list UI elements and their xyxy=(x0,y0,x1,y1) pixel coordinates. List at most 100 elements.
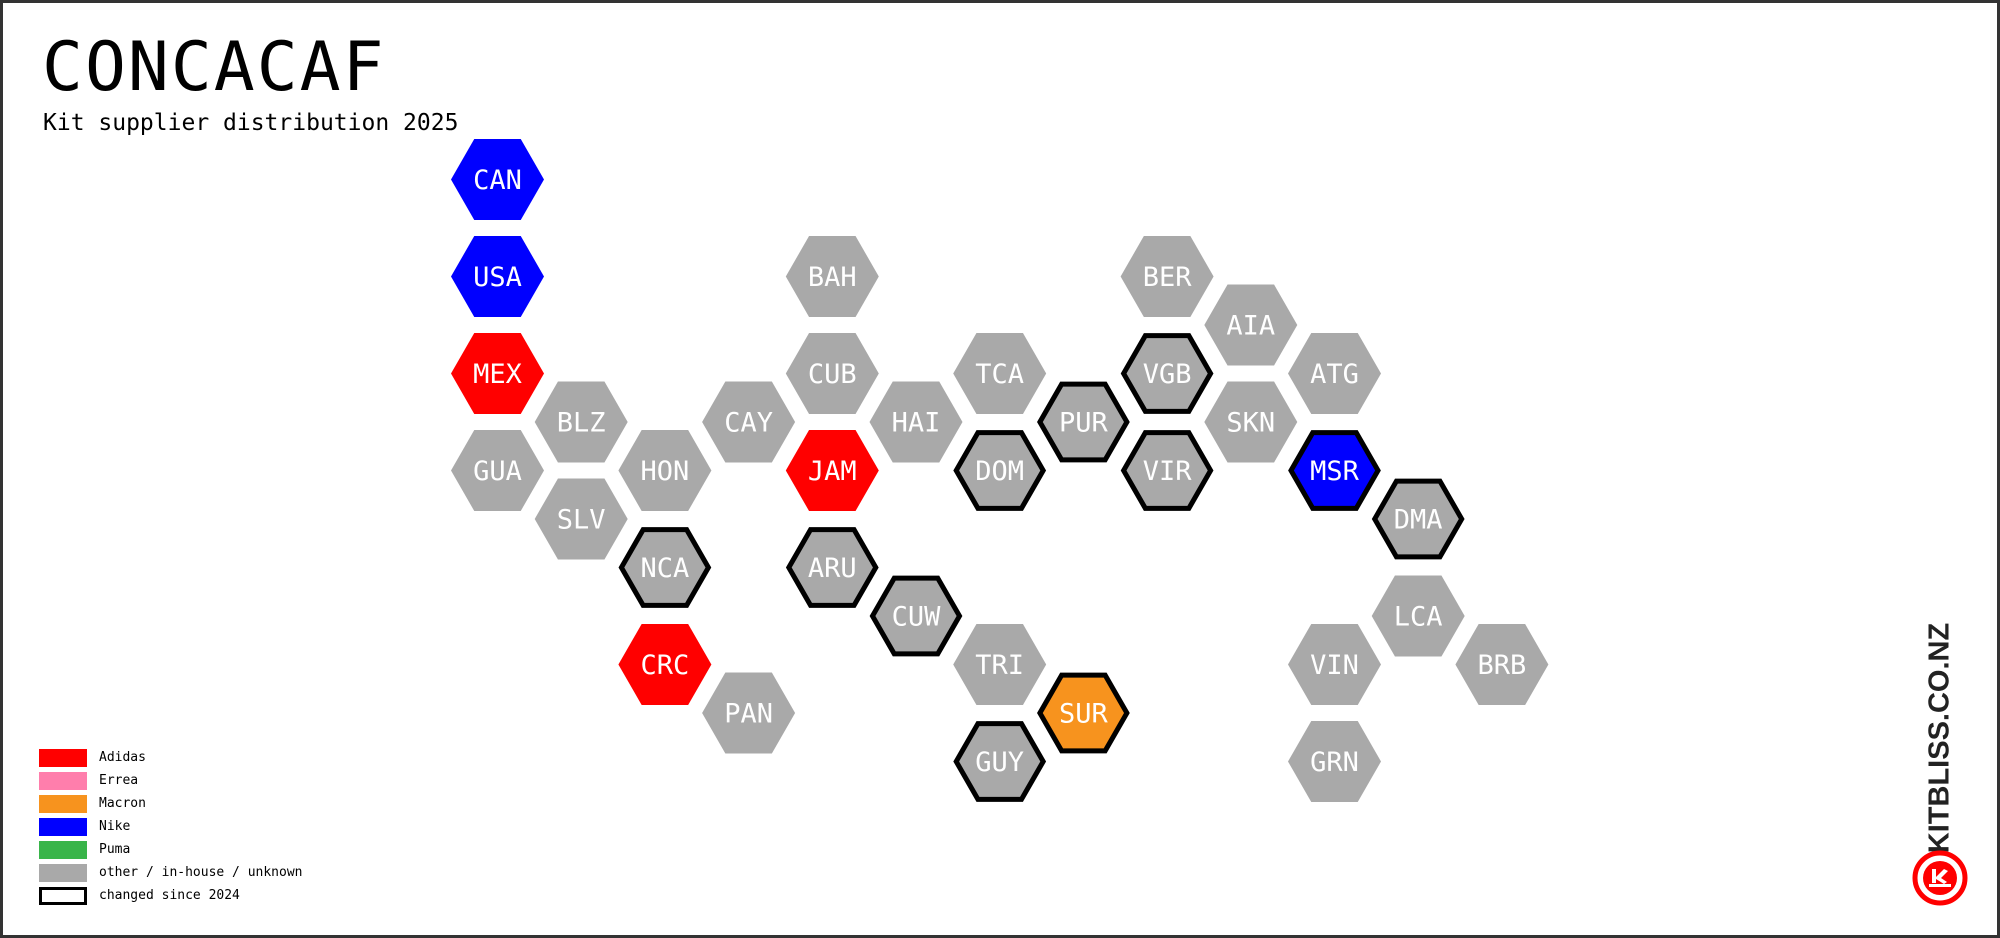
hex-shape xyxy=(702,381,796,463)
hex-crc: CRC xyxy=(618,624,712,705)
hex-label: HAI xyxy=(892,408,941,439)
kitbliss-logo-icon xyxy=(1912,850,1968,906)
hex-shape xyxy=(1288,624,1381,705)
hex-label: CUW xyxy=(892,602,942,633)
hex-label: ATG xyxy=(1310,359,1359,390)
hex-shape xyxy=(953,721,1047,802)
hex-shape xyxy=(1204,381,1298,463)
legend-swatch xyxy=(39,794,87,813)
hex-label: BRB xyxy=(1478,650,1527,681)
hex-vin: VIN xyxy=(1288,624,1381,705)
page-title: CONCACAF xyxy=(42,28,386,107)
hex-cuw: CUW xyxy=(869,575,963,657)
hex-grn: GRN xyxy=(1288,721,1381,802)
legend-swatch xyxy=(39,886,87,905)
hex-shape xyxy=(1120,430,1214,511)
hex-msr: MSR xyxy=(1288,430,1381,511)
hex-aru: ARU xyxy=(785,527,879,608)
legend-item-nike: Nike xyxy=(39,815,303,838)
hex-label: MSR xyxy=(1310,456,1360,487)
legend-swatch xyxy=(39,748,87,767)
hex-label: SKN xyxy=(1226,408,1275,439)
hex-shape xyxy=(702,672,796,754)
hex-shape xyxy=(1288,430,1381,511)
hex-label: BAH xyxy=(808,262,857,293)
hex-dom: DOM xyxy=(953,430,1047,511)
hex-shape xyxy=(785,430,879,511)
hex-guy: GUY xyxy=(953,721,1047,802)
hex-shape xyxy=(869,575,963,657)
hex-slv: SLV xyxy=(534,478,628,560)
hex-shape xyxy=(618,430,712,511)
legend-label: Puma xyxy=(99,842,131,857)
hex-label: TCA xyxy=(975,359,1024,390)
hex-label: PUR xyxy=(1059,408,1109,439)
hex-label: TRI xyxy=(975,650,1024,681)
legend-label: other / in-house / unknown xyxy=(99,865,303,880)
hex-mex: MEX xyxy=(451,333,544,414)
hex-label: CAN xyxy=(473,165,522,196)
hex-shape xyxy=(1037,672,1130,754)
hex-label: SUR xyxy=(1059,699,1109,730)
hex-label: ARU xyxy=(808,553,857,584)
legend-item-changed: changed since 2024 xyxy=(39,884,303,907)
hex-label: DMA xyxy=(1394,505,1443,536)
hex-lca: LCA xyxy=(1371,575,1465,657)
legend-label: Macron xyxy=(99,796,146,811)
hex-label: GUY xyxy=(975,747,1024,778)
brand-name: KITBLISS.CO.NZ xyxy=(1923,622,1956,853)
hex-brb: BRB xyxy=(1455,624,1549,705)
hex-label: HON xyxy=(641,456,690,487)
hex-pan: PAN xyxy=(702,672,796,754)
hex-blz: BLZ xyxy=(534,381,628,463)
legend-swatch xyxy=(39,840,87,859)
hex-shape xyxy=(451,333,544,414)
hex-shape xyxy=(534,478,628,560)
hex-shape xyxy=(1288,333,1381,414)
hex-shape xyxy=(1371,575,1465,657)
legend-swatch xyxy=(39,771,87,790)
hex-vgb: VGB xyxy=(1120,333,1214,414)
hex-label: AIA xyxy=(1226,311,1275,342)
hex-tri: TRI xyxy=(953,624,1047,705)
hex-shape xyxy=(1037,381,1130,463)
hex-jam: JAM xyxy=(785,430,879,511)
hex-label: VIR xyxy=(1143,456,1193,487)
hex-label: CRC xyxy=(641,650,690,681)
legend-swatch xyxy=(39,863,87,882)
hex-label: GUA xyxy=(473,456,522,487)
hex-hai: HAI xyxy=(869,381,963,463)
hex-shape xyxy=(785,527,879,608)
hex-shape xyxy=(451,139,544,220)
page-subtitle: Kit supplier distribution 2025 xyxy=(43,110,459,136)
hex-shape xyxy=(953,430,1047,511)
hex-label: CUB xyxy=(808,359,857,390)
hex-shape xyxy=(451,430,544,511)
hex-usa: USA xyxy=(451,236,544,317)
hex-label: JAM xyxy=(808,456,857,487)
hex-shape xyxy=(534,381,628,463)
hex-gua: GUA xyxy=(451,430,544,511)
hex-aia: AIA xyxy=(1204,284,1298,366)
hex-ber: BER xyxy=(1120,236,1214,317)
hex-bah: BAH xyxy=(785,236,879,317)
hex-label: GRN xyxy=(1310,747,1359,778)
hex-shape xyxy=(451,236,544,317)
hex-shape xyxy=(1120,333,1214,414)
hex-shape xyxy=(1204,284,1298,366)
hex-nca: NCA xyxy=(618,527,712,608)
hex-shape xyxy=(1455,624,1549,705)
hex-tca: TCA xyxy=(953,333,1047,414)
legend-label: Nike xyxy=(99,819,131,834)
legend-item-macron: Macron xyxy=(39,792,303,815)
hex-label: CAY xyxy=(724,408,773,439)
legend-item-other: other / in-house / unknown xyxy=(39,861,303,884)
legend-label: changed since 2024 xyxy=(99,888,240,903)
hex-hon: HON xyxy=(618,430,712,511)
hex-atg: ATG xyxy=(1288,333,1381,414)
hex-label: USA xyxy=(473,262,522,293)
hex-label: LCA xyxy=(1394,602,1443,633)
hex-shape xyxy=(1288,721,1381,802)
